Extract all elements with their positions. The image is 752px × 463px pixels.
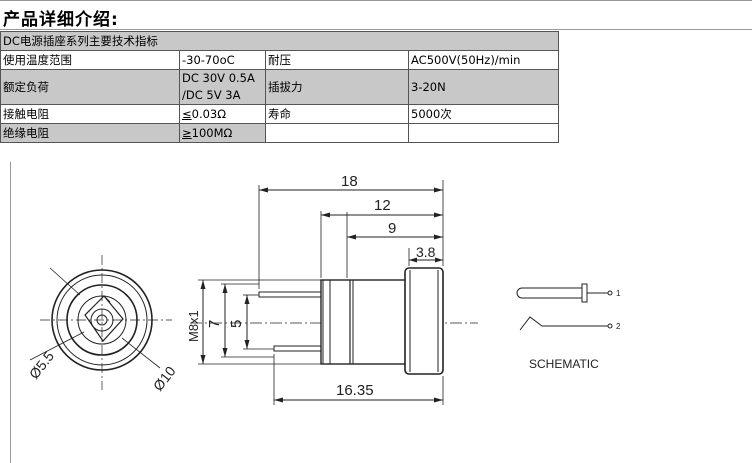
front-view xyxy=(29,255,172,390)
dim-phi5-5-label: Ø5.5 xyxy=(26,348,57,382)
table-row: 额定负荷 DC 30V 0.5A /DC 5V 3A 插拔力 3-20N xyxy=(0,69,560,105)
dim-phi10-label: Ø10 xyxy=(150,363,179,394)
row-label: 使用温度范围 xyxy=(0,50,180,70)
table-row: 使用温度范围 -30-70oC 耐压 AC500V(50Hz)/min xyxy=(0,50,560,70)
dim-9-label: 9 xyxy=(388,220,396,237)
dim-18-label: 18 xyxy=(341,173,358,190)
table-row: 绝缘电阻 ≥100MΩ xyxy=(0,123,560,143)
row-label: 额定负荷 xyxy=(0,69,180,105)
pin-2-label: 2 xyxy=(616,322,621,331)
dim-7-label: 7 xyxy=(206,320,223,328)
row-label-2: 插拔力 xyxy=(265,69,409,105)
row-value-text: 0.03Ω xyxy=(191,107,227,121)
row-value-2: AC500V(50Hz)/min xyxy=(407,50,560,70)
spec-table-title: DC电源插座系列主要技术指标 xyxy=(0,31,560,51)
row-value-prefix: ≤ xyxy=(182,107,192,121)
row-label: 接触电阻 xyxy=(0,104,180,124)
schematic-label: SCHEMATIC xyxy=(529,357,599,371)
row-label-2: 耐压 xyxy=(265,50,409,70)
row-value: -30-70oC xyxy=(179,50,266,70)
row-label-2 xyxy=(265,123,409,143)
heading-bar: 产品详细介绍: xyxy=(0,0,752,30)
row-value-2 xyxy=(407,123,560,143)
row-value-prefix: ≥ xyxy=(182,126,192,140)
side-view xyxy=(190,267,478,375)
spec-table: DC电源插座系列主要技术指标 使用温度范围 -30-70oC 耐压 AC500V… xyxy=(0,31,560,143)
spec-table-title-row: DC电源插座系列主要技术指标 xyxy=(0,31,560,51)
row-value-text: 100MΩ xyxy=(191,126,233,140)
pin-1-label: 1 xyxy=(616,289,621,298)
row-value: ≤0.03Ω xyxy=(179,104,266,124)
section-heading: 产品详细介绍: xyxy=(3,10,119,30)
row-label-2: 寿命 xyxy=(265,104,409,124)
dim-5-label: 5 xyxy=(228,320,245,328)
row-value-line2: /DC 5V 3A xyxy=(182,88,241,102)
schematic-symbol xyxy=(516,283,613,331)
dim-3-8-label: 3.8 xyxy=(416,244,436,260)
dim-m8x1-label: M8x1 xyxy=(186,310,201,342)
row-value: ≥100MΩ xyxy=(179,123,266,143)
table-row: 接触电阻 ≤0.03Ω 寿命 5000次 xyxy=(0,104,560,124)
dim-16-35-label: 16.35 xyxy=(336,382,374,399)
row-value-2: 3-20N xyxy=(407,69,560,105)
vertical-dims xyxy=(198,279,321,365)
row-value-2: 5000次 xyxy=(407,104,560,124)
row-label: 绝缘电阻 xyxy=(0,123,180,143)
row-value-line1: DC 30V 0.5A xyxy=(182,71,255,85)
technical-drawing: Ø5.5 Ø10 18 12 xyxy=(10,160,752,463)
row-value: DC 30V 0.5A /DC 5V 3A xyxy=(179,69,266,105)
dim-12-label: 12 xyxy=(374,197,391,214)
